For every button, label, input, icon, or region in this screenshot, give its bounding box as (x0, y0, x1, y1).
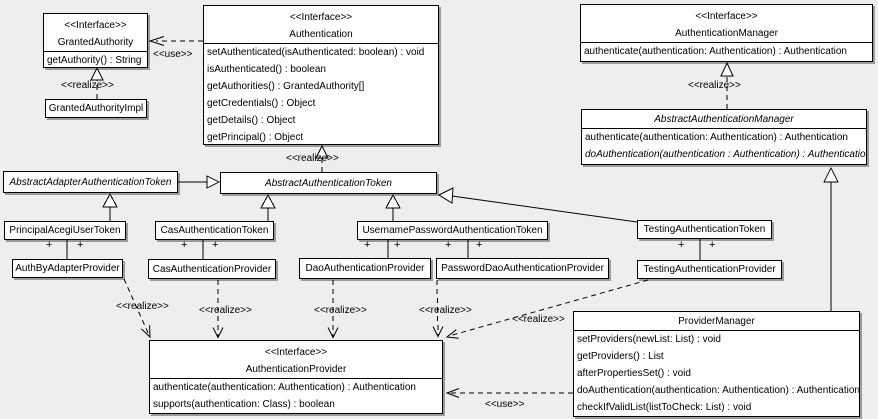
stereotype: <<Interface>> (289, 12, 353, 23)
class-authentication-provider[interactable]: <<Interface>> AuthenticationProvider aut… (149, 340, 443, 414)
method: getAuthorities() : GrantedAuthority[] (207, 81, 365, 92)
class-name: AbstractAuthenticationManager (654, 114, 794, 125)
generalization-cas-token-edge (260, 193, 276, 221)
class-name: PasswordDaoAuthenticationProvider (441, 263, 604, 274)
method: doAuthentication(authentication : Authen… (585, 149, 867, 160)
use-label-provider-manager: <<use>> (485, 399, 525, 410)
class-principal-acegi-user-token[interactable]: PrincipalAcegiUserToken (4, 221, 126, 240)
realize-authbyadapter-edge (123, 278, 150, 336)
stereotype: <<Interface>> (695, 11, 758, 22)
use-label-granted-authority: <<use>> (153, 49, 193, 60)
association-plus: + (678, 239, 685, 251)
class-cas-authentication-provider[interactable]: CasAuthenticationProvider (148, 259, 276, 279)
class-name: GrantedAuthority (57, 37, 134, 48)
class-name: DaoAuthenticationProvider (305, 263, 425, 274)
association-edges (66, 239, 701, 261)
stereotype: <<Interface>> (264, 347, 328, 358)
class-authentication[interactable]: <<Interface>> Authentication setAuthenti… (203, 5, 439, 145)
class-name: AuthByAdapterProvider (15, 263, 120, 274)
generalization-provider-manager-edge (823, 166, 839, 311)
generalization-adapter-token-edge (178, 175, 221, 189)
generalization-testing-token-edge (437, 187, 638, 223)
method: authenticate(authentication: Authenticat… (585, 132, 848, 143)
class-dao-authentication-provider[interactable]: DaoAuthenticationProvider (299, 258, 431, 279)
class-testing-authentication-token[interactable]: TestingAuthenticationToken (637, 220, 772, 239)
realize-label-cas-provider: <<realize>> (199, 305, 252, 316)
realize-testing-provider-edge (448, 279, 649, 337)
class-name: AbstractAdapterAuthenticationToken (9, 176, 172, 188)
method: authenticate(authentication: Authenticat… (584, 46, 847, 57)
class-password-dao-authentication-provider[interactable]: PasswordDaoAuthenticationProvider (436, 258, 609, 279)
class-name: UsernamePasswordAuthenticationToken (362, 225, 543, 236)
realize-label-granted-authority-impl: <<realize>> (61, 80, 114, 91)
association-plus: + (46, 239, 53, 251)
class-auth-by-adapter-provider[interactable]: AuthByAdapterProvider (12, 259, 123, 278)
method: getPrincipal() : Object (207, 132, 304, 143)
association-plus: + (212, 239, 219, 251)
method: authenticate(authentication: Authenticat… (153, 382, 416, 393)
method: getDetails() : Object (207, 115, 296, 126)
class-username-password-authentication-token[interactable]: UsernamePasswordAuthenticationToken (357, 221, 548, 240)
realize-passworddao-provider-edge (436, 279, 439, 337)
association-plus: + (181, 239, 188, 251)
class-name: TestingAuthenticationToken (643, 224, 766, 235)
class-name: AbstractAuthenticationToken (265, 177, 392, 189)
class-name: AuthenticationProvider (245, 364, 347, 375)
class-name: PrincipalAcegiUserToken (9, 225, 121, 236)
stereotype: <<Interface>> (64, 20, 127, 31)
realize-label-abstract-token: <<realize>> (286, 153, 339, 164)
association-plus: + (445, 239, 452, 251)
method: setProviders(newList: List) : void (577, 334, 721, 345)
class-granted-authority[interactable]: <<Interface>> GrantedAuthority getAuthor… (43, 13, 148, 68)
class-testing-authentication-provider[interactable]: TestingAuthenticationProvider (637, 260, 782, 279)
method: afterPropertiesSet() : void (577, 368, 691, 379)
class-granted-authority-impl[interactable]: GrantedAuthorityImpl (45, 99, 147, 118)
method: supports(authentication: Class) : boolea… (153, 399, 335, 410)
association-plus: + (364, 239, 371, 251)
realize-label-testing-provider: <<realize>> (512, 314, 565, 325)
class-name: CasAuthenticationToken (160, 225, 269, 236)
class-name: GrantedAuthorityImpl (48, 103, 144, 114)
method: getCredentials() : Object (207, 98, 316, 109)
generalization-usernamepassword-token-edge (385, 193, 401, 221)
class-name: CasAuthenticationProvider (152, 263, 272, 275)
generalization-principal-token-edge (102, 192, 118, 221)
method: isAuthenticated() : boolean (207, 64, 326, 75)
association-plus: + (476, 239, 483, 251)
class-abstract-authentication-manager[interactable]: AbstractAuthenticationManager authentica… (581, 109, 867, 165)
class-name: Authentication (289, 29, 353, 40)
class-cas-authentication-token[interactable]: CasAuthenticationToken (155, 221, 274, 240)
method: getAuthority() : String (47, 55, 142, 66)
association-plus: + (77, 239, 84, 251)
method: getProviders() : List (577, 351, 664, 362)
arrowheads (90, 36, 734, 398)
class-authentication-manager[interactable]: <<Interface>> AuthenticationManager auth… (580, 4, 873, 62)
realize-label-passworddao-provider: <<realize>> (419, 305, 472, 316)
method: checkIfValidList(listToCheck: List) : vo… (577, 402, 752, 413)
realize-label-abstract-manager: <<realize>> (688, 80, 741, 91)
class-provider-manager[interactable]: ProviderManager setProviders(newList: Li… (573, 311, 860, 417)
realize-label-dao-provider: <<realize>> (314, 305, 367, 316)
class-name: AuthenticationManager (675, 28, 778, 39)
class-abstract-authentication-token[interactable]: AbstractAuthenticationToken (220, 172, 437, 194)
method: doAuthentication(authentication: Authent… (577, 385, 860, 396)
class-name: ProviderManager (678, 316, 755, 327)
method: setAuthenticated(isAuthenticated: boolea… (207, 47, 425, 58)
association-plus: + (394, 239, 401, 251)
class-name: TestingAuthenticationProvider (643, 264, 776, 275)
association-plus: + (709, 239, 716, 251)
class-abstract-adapter-authentication-token[interactable]: AbstractAdapterAuthenticationToken (3, 171, 178, 193)
realize-label-authbyadapter: <<realize>> (116, 301, 169, 312)
